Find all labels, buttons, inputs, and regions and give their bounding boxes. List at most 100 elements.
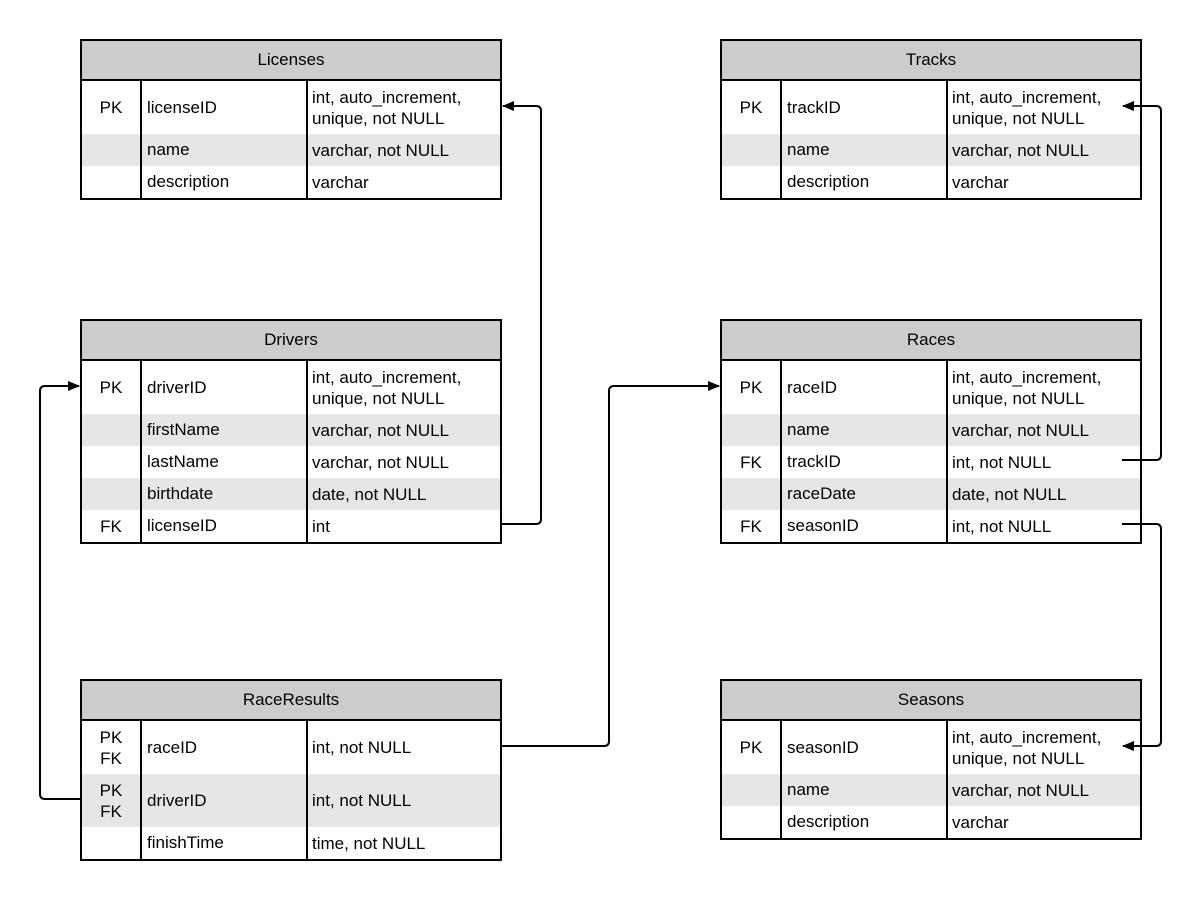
key-badge: FK (100, 748, 122, 768)
relationship-line-raceresults-drivers (39, 381, 80, 800)
key-cell: FK (722, 510, 782, 542)
field-type: varchar, not NULL (312, 140, 450, 160)
key-cell: PK (82, 361, 142, 414)
field-name: description (782, 166, 948, 198)
key-cell (82, 827, 142, 859)
field-type: varchar, not NULL (312, 452, 450, 472)
field-type: int, auto_increment, unique, not NULL (952, 87, 1102, 128)
field-type: date, not NULL (952, 484, 1067, 504)
key-cell (82, 478, 142, 510)
field-name: lastName (142, 446, 308, 478)
entity-title: Drivers (82, 321, 500, 361)
key-cell (82, 414, 142, 446)
field-name: finishTime (142, 827, 308, 859)
key-cell (82, 446, 142, 478)
key-cell: PK (722, 81, 782, 134)
key-badge: FK (100, 801, 122, 821)
key-cell (722, 166, 782, 198)
field-type: int (312, 516, 330, 536)
field-name: licenseID (142, 510, 308, 542)
field-name: firstName (142, 414, 308, 446)
key-badge: PK (99, 727, 123, 747)
field-type: date, not NULL (312, 484, 427, 504)
relationship-line-raceresults-races (502, 381, 720, 747)
entity-title: Races (722, 321, 1140, 361)
key-badge: FK (740, 516, 762, 536)
field-name: description (782, 806, 948, 838)
field-type: varchar, not NULL (312, 420, 450, 440)
field-type: varchar, not NULL (952, 140, 1090, 160)
key-cell (722, 774, 782, 806)
field-type: varchar, not NULL (952, 420, 1090, 440)
field-type: int, not NULL (952, 516, 1052, 536)
entity-title: Seasons (722, 681, 1140, 721)
key-badge: PK (99, 378, 123, 397)
key-cell: PK (82, 81, 142, 134)
field-name: name (782, 134, 948, 166)
entity-title: Tracks (722, 41, 1140, 81)
field-name: trackID (782, 446, 948, 478)
field-type: int, not NULL (952, 452, 1052, 472)
field-name: name (782, 414, 948, 446)
field-type: varchar (952, 812, 1009, 832)
key-badge: FK (740, 452, 762, 472)
key-cell (82, 166, 142, 198)
field-name: name (142, 134, 308, 166)
field-name: description (142, 166, 308, 198)
key-cell (722, 134, 782, 166)
field-name: licenseID (142, 81, 308, 134)
key-cell: FK (82, 510, 142, 542)
key-badge: FK (100, 516, 122, 536)
field-type: varchar (312, 172, 369, 192)
field-name: driverID (142, 774, 308, 827)
field-name: seasonID (782, 721, 948, 774)
field-type: varchar (952, 172, 1009, 192)
field-type: int, auto_increment, unique, not NULL (312, 367, 462, 408)
key-badge: PK (739, 738, 763, 757)
key-cell: PK (722, 721, 782, 774)
field-name: raceID (142, 721, 308, 774)
field-name: birthdate (142, 478, 308, 510)
key-badge: PK (739, 378, 763, 397)
relationship-line-drivers-licenses (502, 101, 542, 525)
field-name: trackID (782, 81, 948, 134)
field-type: int, not NULL (312, 738, 412, 757)
key-cell (722, 414, 782, 446)
key-cell (82, 134, 142, 166)
